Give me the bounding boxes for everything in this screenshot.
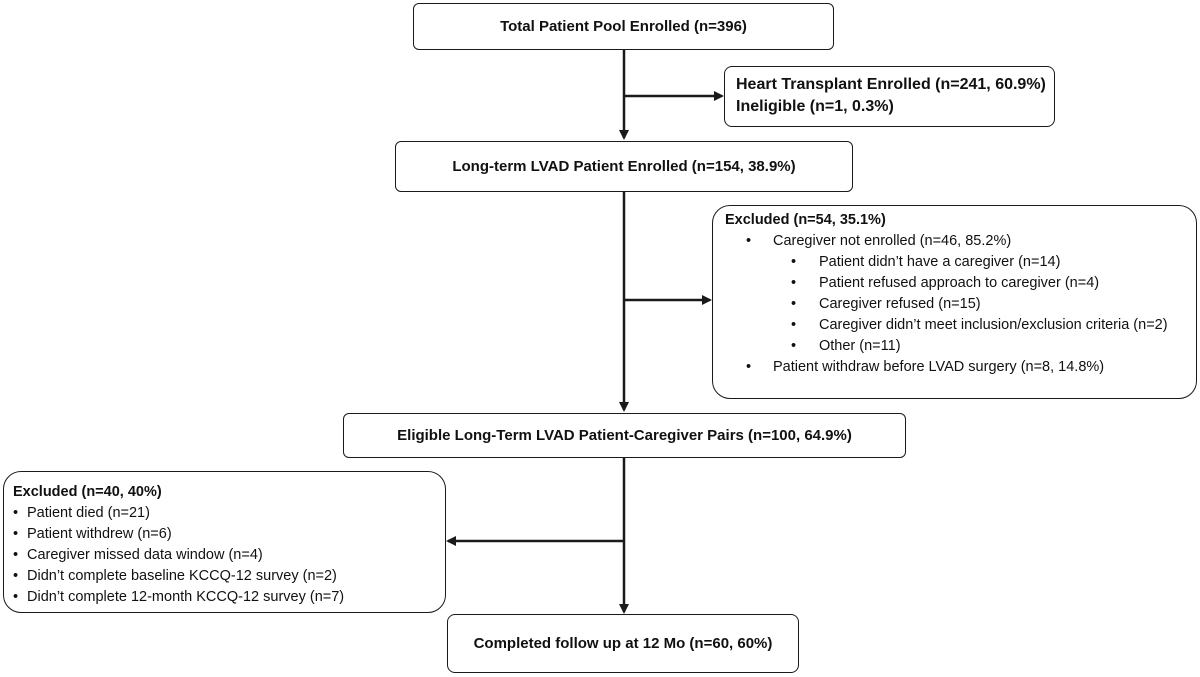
heart-transplant-box: Heart Transplant Enrolled (n=241, 60.9%)… bbox=[724, 66, 1055, 127]
caregiver-not-enrolled-item: Caregiver not enrolled (n=46, 85.2%) bbox=[725, 231, 1188, 252]
excluded-item: Patient died (n=21) bbox=[13, 503, 437, 524]
reason-item: Caregiver didn’t meet inclusion/exclusio… bbox=[725, 315, 1188, 336]
excluded-stage-1-title: Excluded (n=54, 35.1%) bbox=[725, 212, 886, 228]
completed-box: Completed follow up at 12 Mo (n=60, 60%) bbox=[447, 614, 799, 673]
lvad-enrolled-label: Long-term LVAD Patient Enrolled (n=154, … bbox=[452, 158, 796, 175]
total-pool-box: Total Patient Pool Enrolled (n=396) bbox=[413, 3, 834, 50]
excluded-item: Caregiver missed data window (n=4) bbox=[13, 545, 437, 566]
ineligible-label: Ineligible (n=1, 0.3%) bbox=[736, 98, 894, 115]
excluded-stage-2-title: Excluded (n=40, 40%) bbox=[13, 484, 162, 500]
completed-label: Completed follow up at 12 Mo (n=60, 60%) bbox=[473, 635, 773, 652]
total-pool-label: Total Patient Pool Enrolled (n=396) bbox=[500, 18, 747, 35]
excluded-item: Patient withdrew (n=6) bbox=[13, 524, 437, 545]
excluded-stage-2-box: Excluded (n=40, 40%) Patient died (n=21)… bbox=[3, 471, 446, 613]
eligible-pairs-label: Eligible Long-Term LVAD Patient-Caregive… bbox=[397, 427, 852, 444]
reason-item: Patient didn’t have a caregiver (n=14) bbox=[725, 252, 1188, 273]
reason-item: Patient refused approach to caregiver (n… bbox=[725, 273, 1188, 294]
reason-item: Other (n=11) bbox=[725, 336, 1188, 357]
reason-item: Caregiver refused (n=15) bbox=[725, 294, 1188, 315]
patient-withdraw-item: Patient withdraw before LVAD surgery (n=… bbox=[725, 357, 1188, 378]
excluded-item: Didn’t complete baseline KCCQ-12 survey … bbox=[13, 566, 437, 587]
excluded-stage-2-list: Patient died (n=21) Patient withdrew (n=… bbox=[13, 503, 437, 608]
eligible-pairs-box: Eligible Long-Term LVAD Patient-Caregive… bbox=[343, 413, 906, 458]
heart-transplant-label: Heart Transplant Enrolled (n=241, 60.9%) bbox=[736, 76, 1046, 93]
excluded-stage-1-box: Excluded (n=54, 35.1%) Caregiver not enr… bbox=[712, 205, 1197, 399]
excluded-stage-1-list: Caregiver not enrolled (n=46, 85.2%) Pat… bbox=[725, 231, 1188, 378]
lvad-enrolled-box: Long-term LVAD Patient Enrolled (n=154, … bbox=[395, 141, 853, 192]
excluded-item: Didn’t complete 12-month KCCQ-12 survey … bbox=[13, 587, 437, 608]
